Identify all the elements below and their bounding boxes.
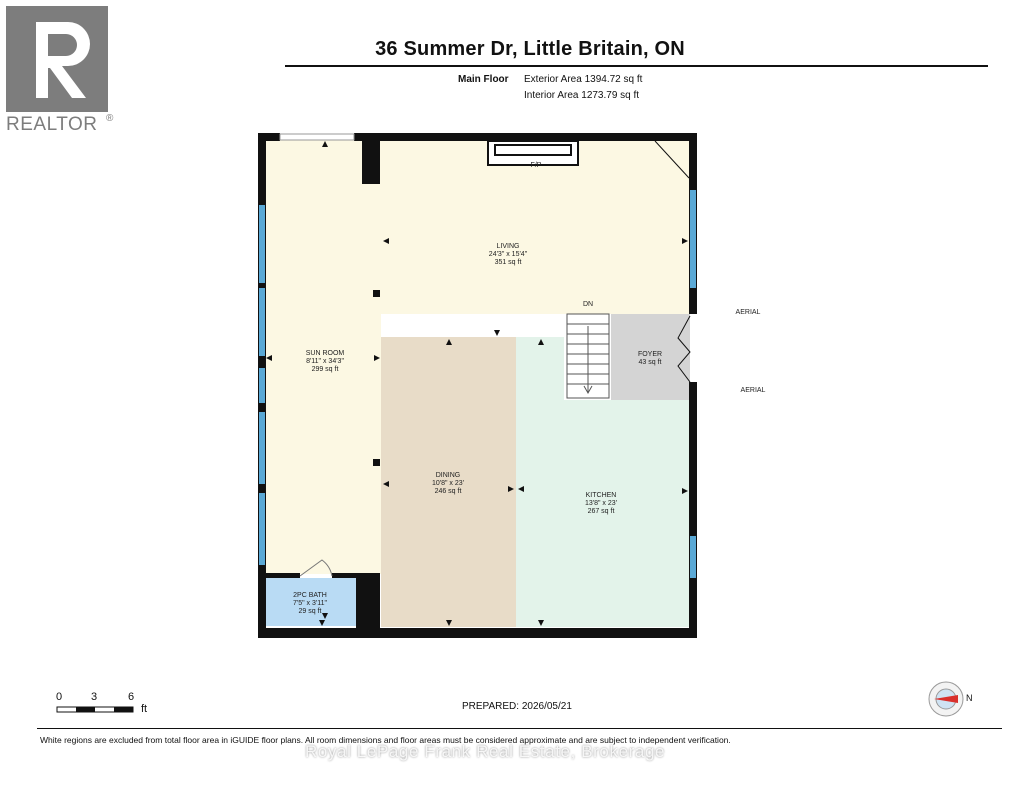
- bath-fill: [264, 578, 356, 626]
- title-divider: [285, 65, 988, 67]
- dining-room-fill: [381, 337, 516, 627]
- sun-room-area: 299 sq ft: [312, 366, 339, 373]
- sun-room-name: SUN ROOM: [306, 350, 345, 357]
- realtor-logo-text: REALTOR: [6, 114, 98, 135]
- scale-label-0: 0: [56, 691, 63, 703]
- fireplace-label: F/P: [531, 162, 542, 169]
- compass-icon: [928, 681, 964, 717]
- scale-label-6: 6: [128, 691, 135, 703]
- living-name: LIVING: [497, 243, 520, 250]
- bath-wall-top: [264, 573, 300, 578]
- sliding-door: [279, 133, 355, 141]
- kitchen-dims: 13'8" x 23': [585, 500, 617, 507]
- window-left-4: [259, 412, 265, 484]
- wall-top-left: [258, 133, 280, 141]
- living-area: 351 sq ft: [495, 259, 522, 266]
- interior-area: Interior Area 1273.79 sq ft: [524, 90, 640, 101]
- foyer-area: 43 sq ft: [639, 359, 662, 366]
- wall-bottom: [258, 628, 697, 638]
- window-left-1: [259, 205, 265, 283]
- wall-right-lower: [689, 382, 697, 638]
- disclaimer: White regions are excluded from total fl…: [40, 735, 731, 745]
- bath-dims: 7'5" x 3'11": [293, 600, 327, 607]
- sun-room-dims: 8'11" x 34'3": [306, 358, 344, 365]
- dining-dims: 10'8" x 23': [432, 480, 464, 487]
- stairs-label: DN: [583, 301, 593, 308]
- window-left-5: [259, 493, 265, 565]
- pillar-top: [362, 140, 380, 184]
- window-right-2: [690, 536, 696, 578]
- scale-bar: [56, 706, 134, 713]
- window-right-1: [690, 190, 696, 288]
- aerial-label-2: AERIAL: [741, 387, 766, 394]
- dimension-markers: [266, 141, 688, 626]
- kitchen-area: 267 sq ft: [588, 508, 615, 515]
- exterior-area: Exterior Area 1394.72 sq ft: [524, 74, 643, 85]
- footer-divider: [37, 728, 1002, 729]
- dining-name: DINING: [436, 472, 461, 479]
- scale-unit: ft: [141, 703, 148, 715]
- bath-area: 29 sq ft: [299, 608, 322, 615]
- foyer-door: [677, 315, 691, 383]
- wall-top-right: [354, 133, 697, 141]
- window-left-2: [259, 288, 265, 356]
- registered-mark-icon: ®: [106, 113, 114, 124]
- bath-wall-right: [356, 573, 380, 629]
- page-title: 36 Summer Dr, Little Britain, ON: [375, 38, 685, 60]
- dining-area: 246 sq ft: [435, 488, 462, 495]
- prepared-date: PREPARED: 2026/05/21: [462, 701, 572, 712]
- post-2: [373, 459, 380, 466]
- window-left-3: [259, 368, 265, 403]
- aerial-label-1: AERIAL: [736, 309, 761, 316]
- compass-north-label: N: [966, 693, 973, 703]
- realtor-logo: [6, 6, 118, 136]
- living-dims: 24'3" x 15'4": [489, 251, 528, 258]
- foyer-name: FOYER: [638, 351, 662, 358]
- scale-label-3: 3: [91, 691, 98, 703]
- bath-name: 2PC BATH: [293, 592, 327, 599]
- living-room-fill: [264, 140, 690, 314]
- brokerage-watermark: Royal LePage Frank Real Estate, Brokerag…: [305, 742, 666, 761]
- post-1: [373, 290, 380, 297]
- foyer-fill: [611, 314, 690, 400]
- kitchen-name: KITCHEN: [586, 492, 617, 499]
- sun-room-fill: [264, 314, 381, 574]
- bath-door: [299, 559, 333, 577]
- stairs: [566, 313, 610, 399]
- floor-name: Main Floor: [458, 74, 509, 85]
